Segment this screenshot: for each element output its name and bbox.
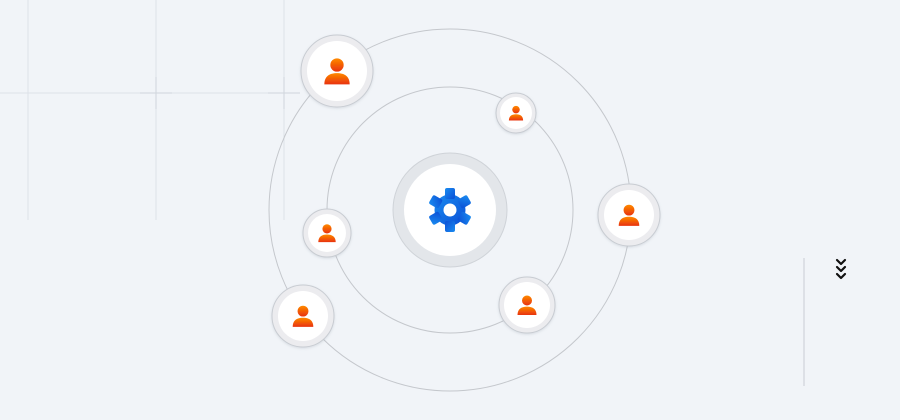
user-node-inner-left — [302, 208, 352, 258]
user-node-inner-bottom-right — [498, 276, 556, 334]
user-node-top-left — [300, 34, 374, 108]
hub-node — [392, 152, 508, 268]
background-grid — [0, 0, 300, 220]
gear-icon — [429, 188, 471, 232]
triple-chevron-down-icon — [835, 258, 847, 280]
user-node-bottom-left — [271, 284, 335, 348]
scroll-down-button[interactable] — [831, 257, 851, 287]
user-node-inner-top-right — [495, 92, 537, 134]
user-node-right — [597, 183, 661, 247]
